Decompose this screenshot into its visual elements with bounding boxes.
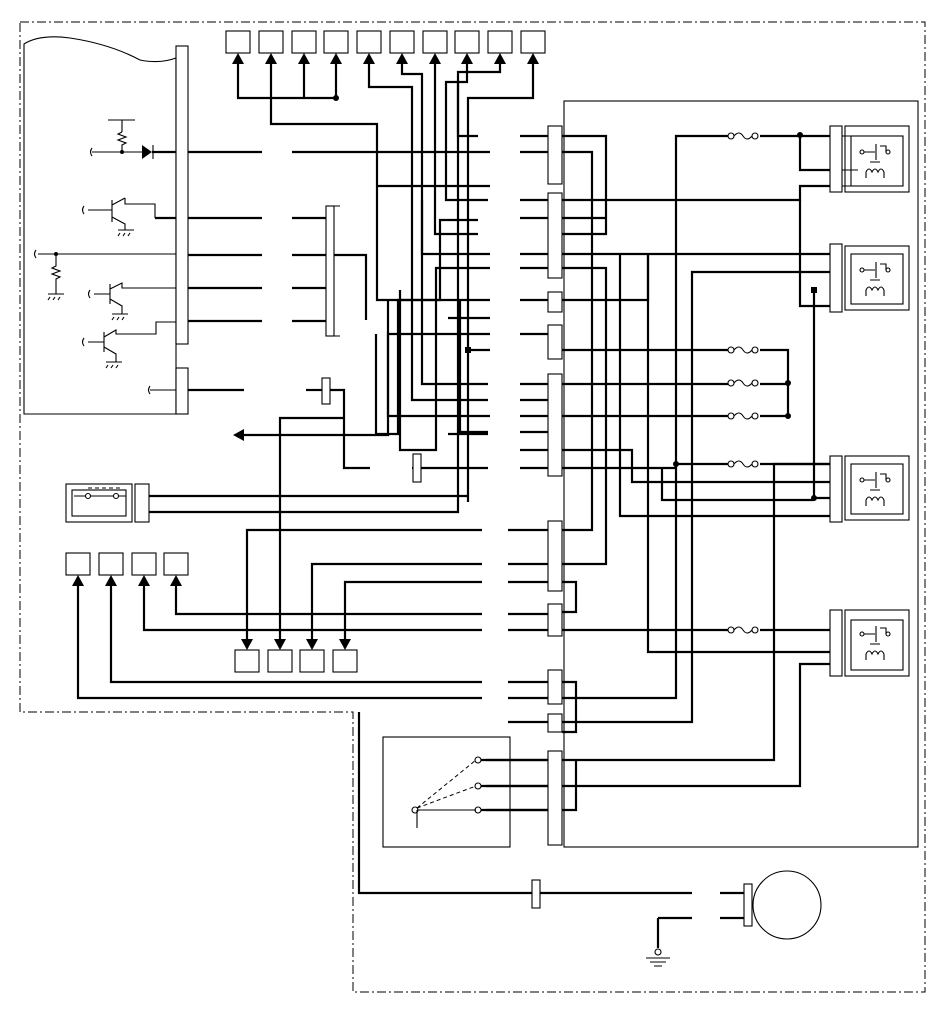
top-terminal <box>422 30 448 54</box>
top-terminal <box>487 30 513 54</box>
control-board <box>23 36 189 415</box>
fuse-icon <box>727 412 759 420</box>
top-terminal-arrows <box>232 53 539 64</box>
diode-icon <box>142 145 152 159</box>
fuse-icon <box>727 379 759 387</box>
top-terminal <box>225 30 251 54</box>
top-terminals <box>225 30 546 54</box>
bottom-terminal <box>332 649 358 673</box>
fuse-icon <box>727 460 759 468</box>
top-terminal <box>258 30 284 54</box>
inline-connector <box>321 377 331 405</box>
left-terminals <box>65 552 482 700</box>
top-terminal <box>520 30 546 54</box>
motor-icon <box>752 870 822 940</box>
fuse-icon <box>727 626 759 634</box>
top-terminal <box>356 30 382 54</box>
board-connector-lower <box>175 367 189 415</box>
relay-icon <box>829 243 910 313</box>
harness-cross <box>374 184 490 483</box>
fuse-icon <box>727 346 759 354</box>
motor-section <box>357 712 822 967</box>
left-terminal <box>98 552 124 576</box>
top-terminal <box>454 30 480 54</box>
left-terminal <box>65 552 91 576</box>
bottom-terminal <box>299 649 325 673</box>
board-components <box>33 119 176 395</box>
relay-icon <box>829 125 910 193</box>
board-connector-upper <box>175 45 189 345</box>
selector-switch <box>382 736 548 848</box>
inline-connector <box>412 453 422 483</box>
top-terminal <box>389 30 415 54</box>
bottom-terminal <box>234 649 260 673</box>
connector-strip <box>547 125 563 846</box>
ground-icon <box>646 948 670 967</box>
top-bus-wires <box>236 62 535 502</box>
enclosure-outline <box>19 21 926 993</box>
inline-connector <box>325 205 335 337</box>
relay-icon <box>829 609 910 677</box>
left-terminal <box>163 552 189 576</box>
top-terminal <box>323 30 349 54</box>
relay-panel <box>563 100 919 848</box>
strip-inputs <box>486 134 548 812</box>
strip-outputs <box>562 132 830 812</box>
door-switch <box>65 82 468 523</box>
inline-connector <box>531 879 541 909</box>
bottom-terminals <box>234 416 482 673</box>
fuses <box>727 132 759 634</box>
relays <box>829 125 910 677</box>
fuse-icon <box>727 132 759 140</box>
top-terminal <box>291 30 317 54</box>
left-terminal <box>131 552 157 576</box>
arrow-left-icon <box>233 429 244 441</box>
bottom-terminal <box>267 649 293 673</box>
relay-icon <box>829 455 910 523</box>
harness-left <box>188 150 490 470</box>
